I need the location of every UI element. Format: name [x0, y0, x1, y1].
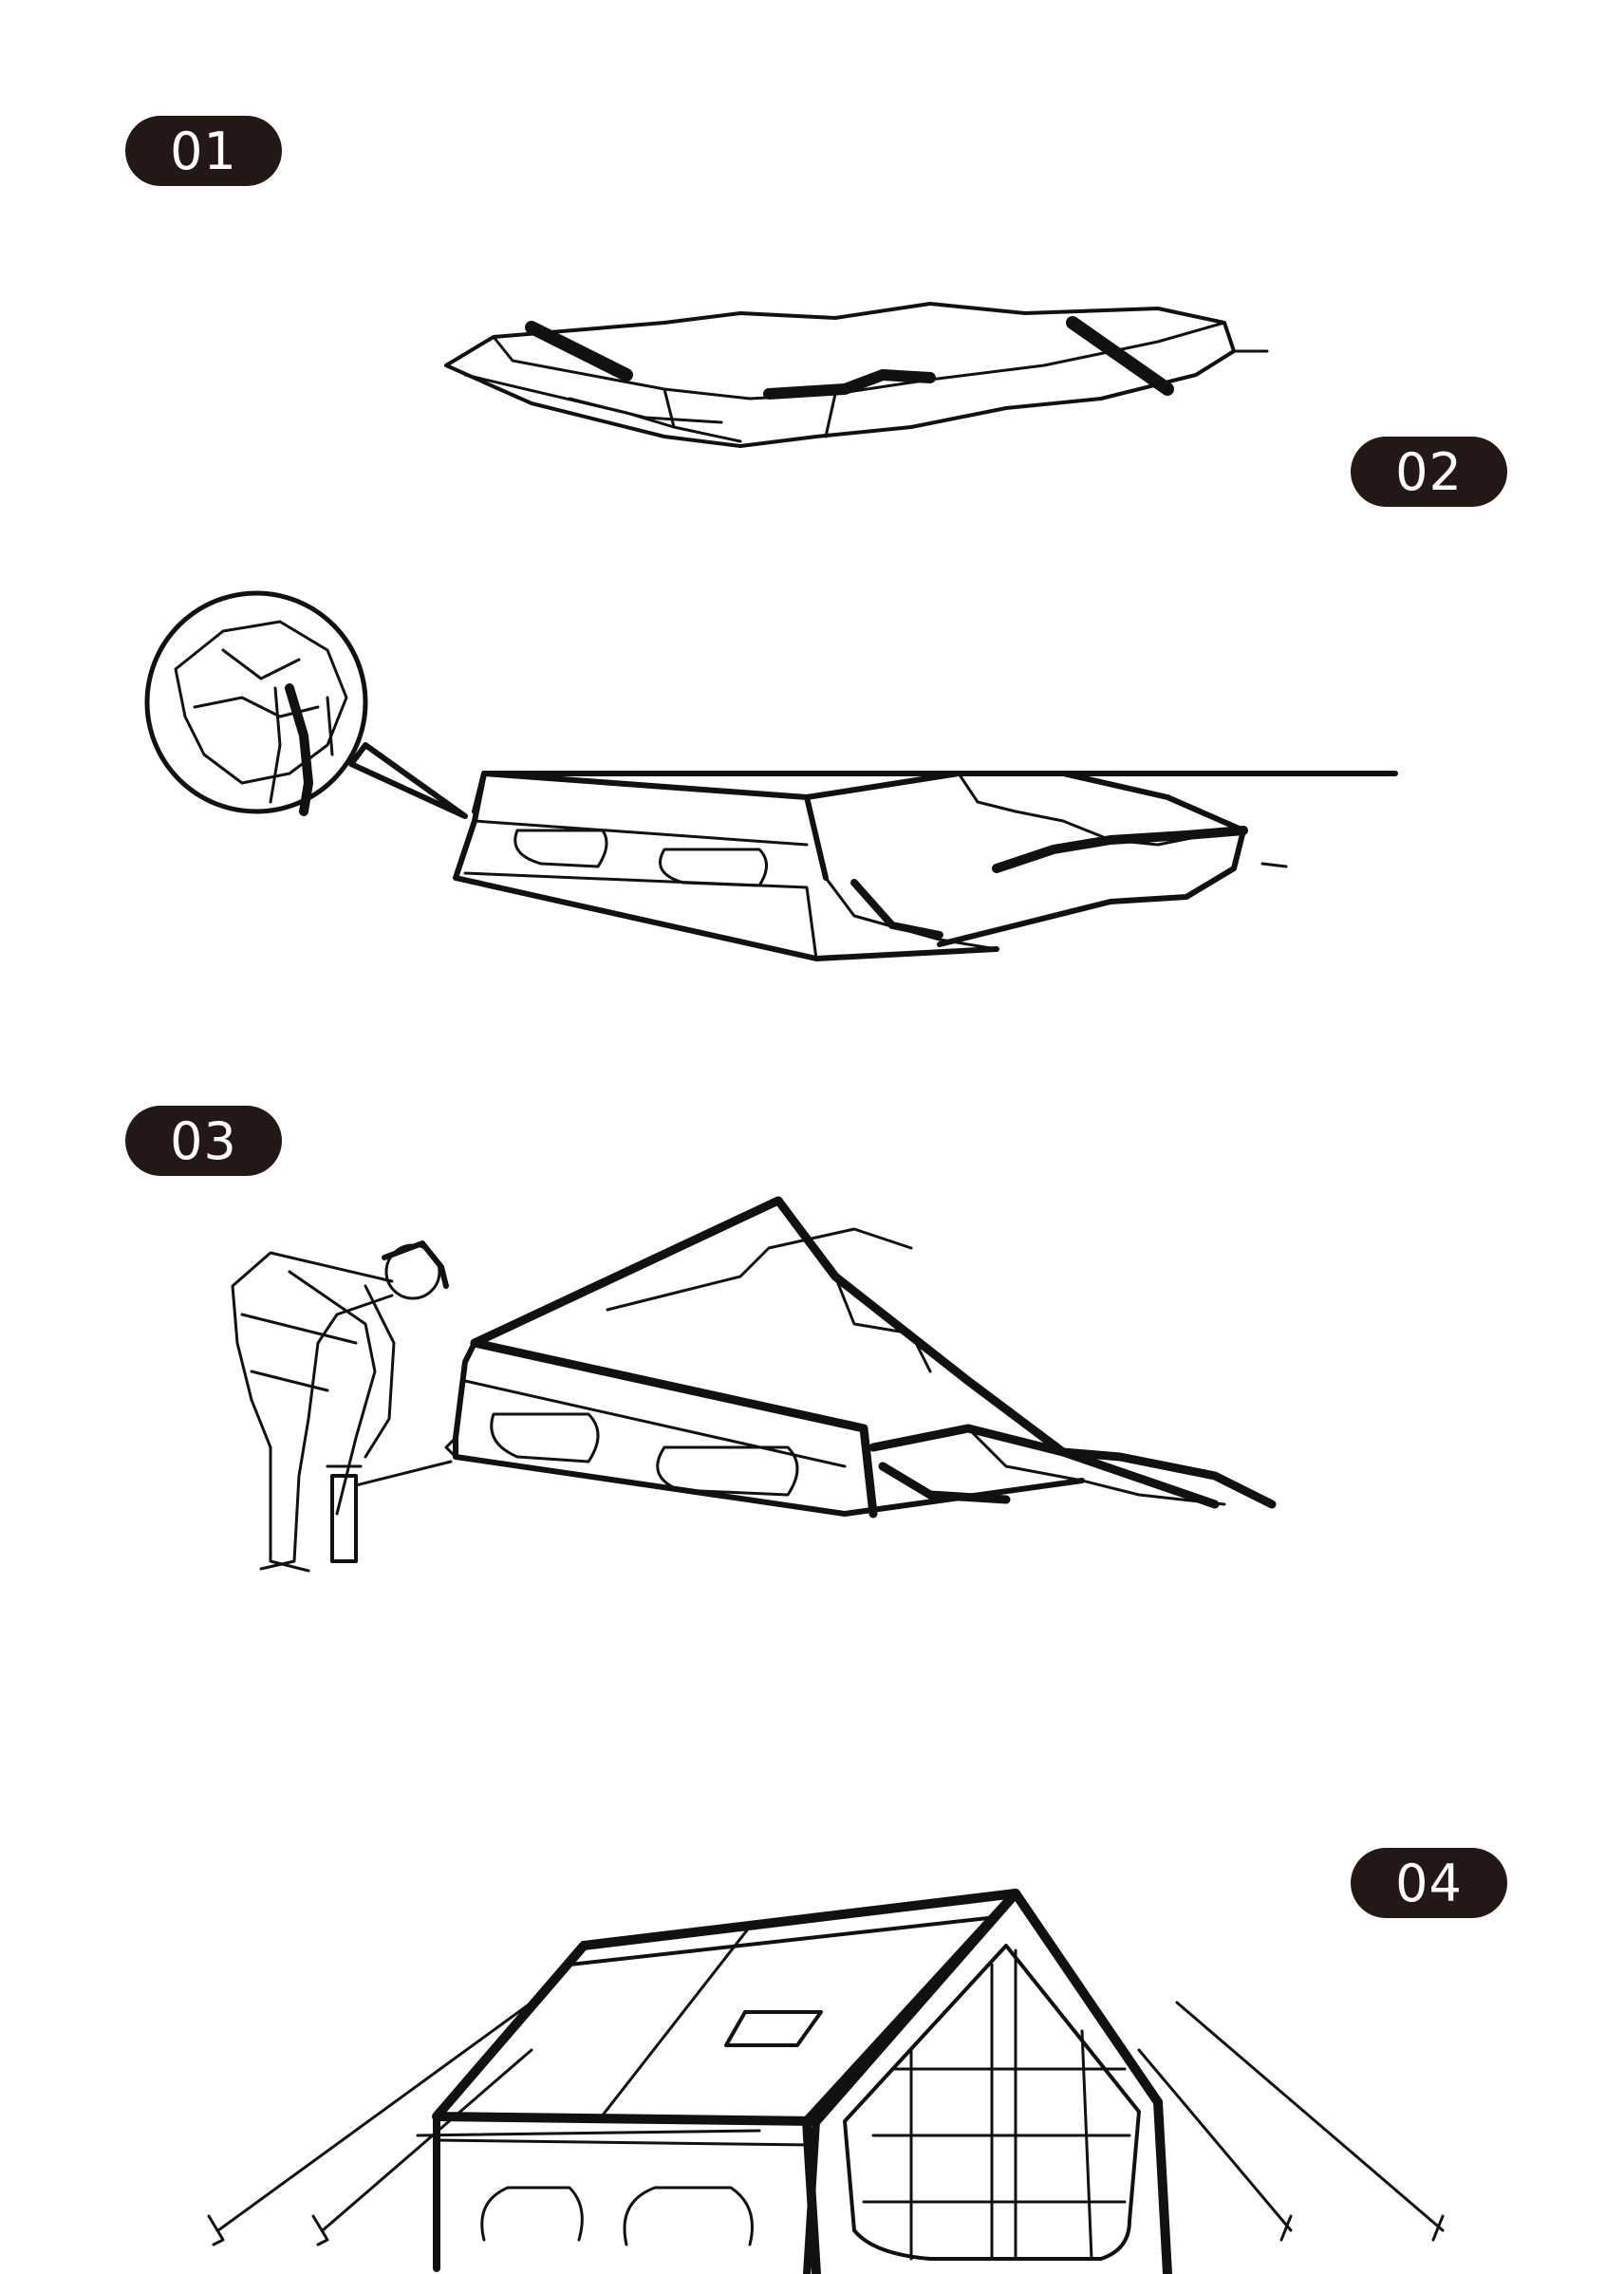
step-badge-02: 02 — [1351, 437, 1507, 507]
inflating-tent-illustration — [444, 1196, 1277, 1519]
person-pumping-illustration — [231, 1240, 453, 1573]
step-badge-01: 01 — [125, 116, 282, 186]
step-badge-03: 03 — [125, 1106, 282, 1176]
inflated-tent-illustration — [207, 1889, 1445, 2274]
step-badge-04: 04 — [1351, 1848, 1507, 1918]
valve-detail-magnifier — [144, 590, 468, 819]
folded-tent-illustration — [444, 302, 1269, 448]
unfolded-tent-illustration — [453, 771, 1398, 961]
